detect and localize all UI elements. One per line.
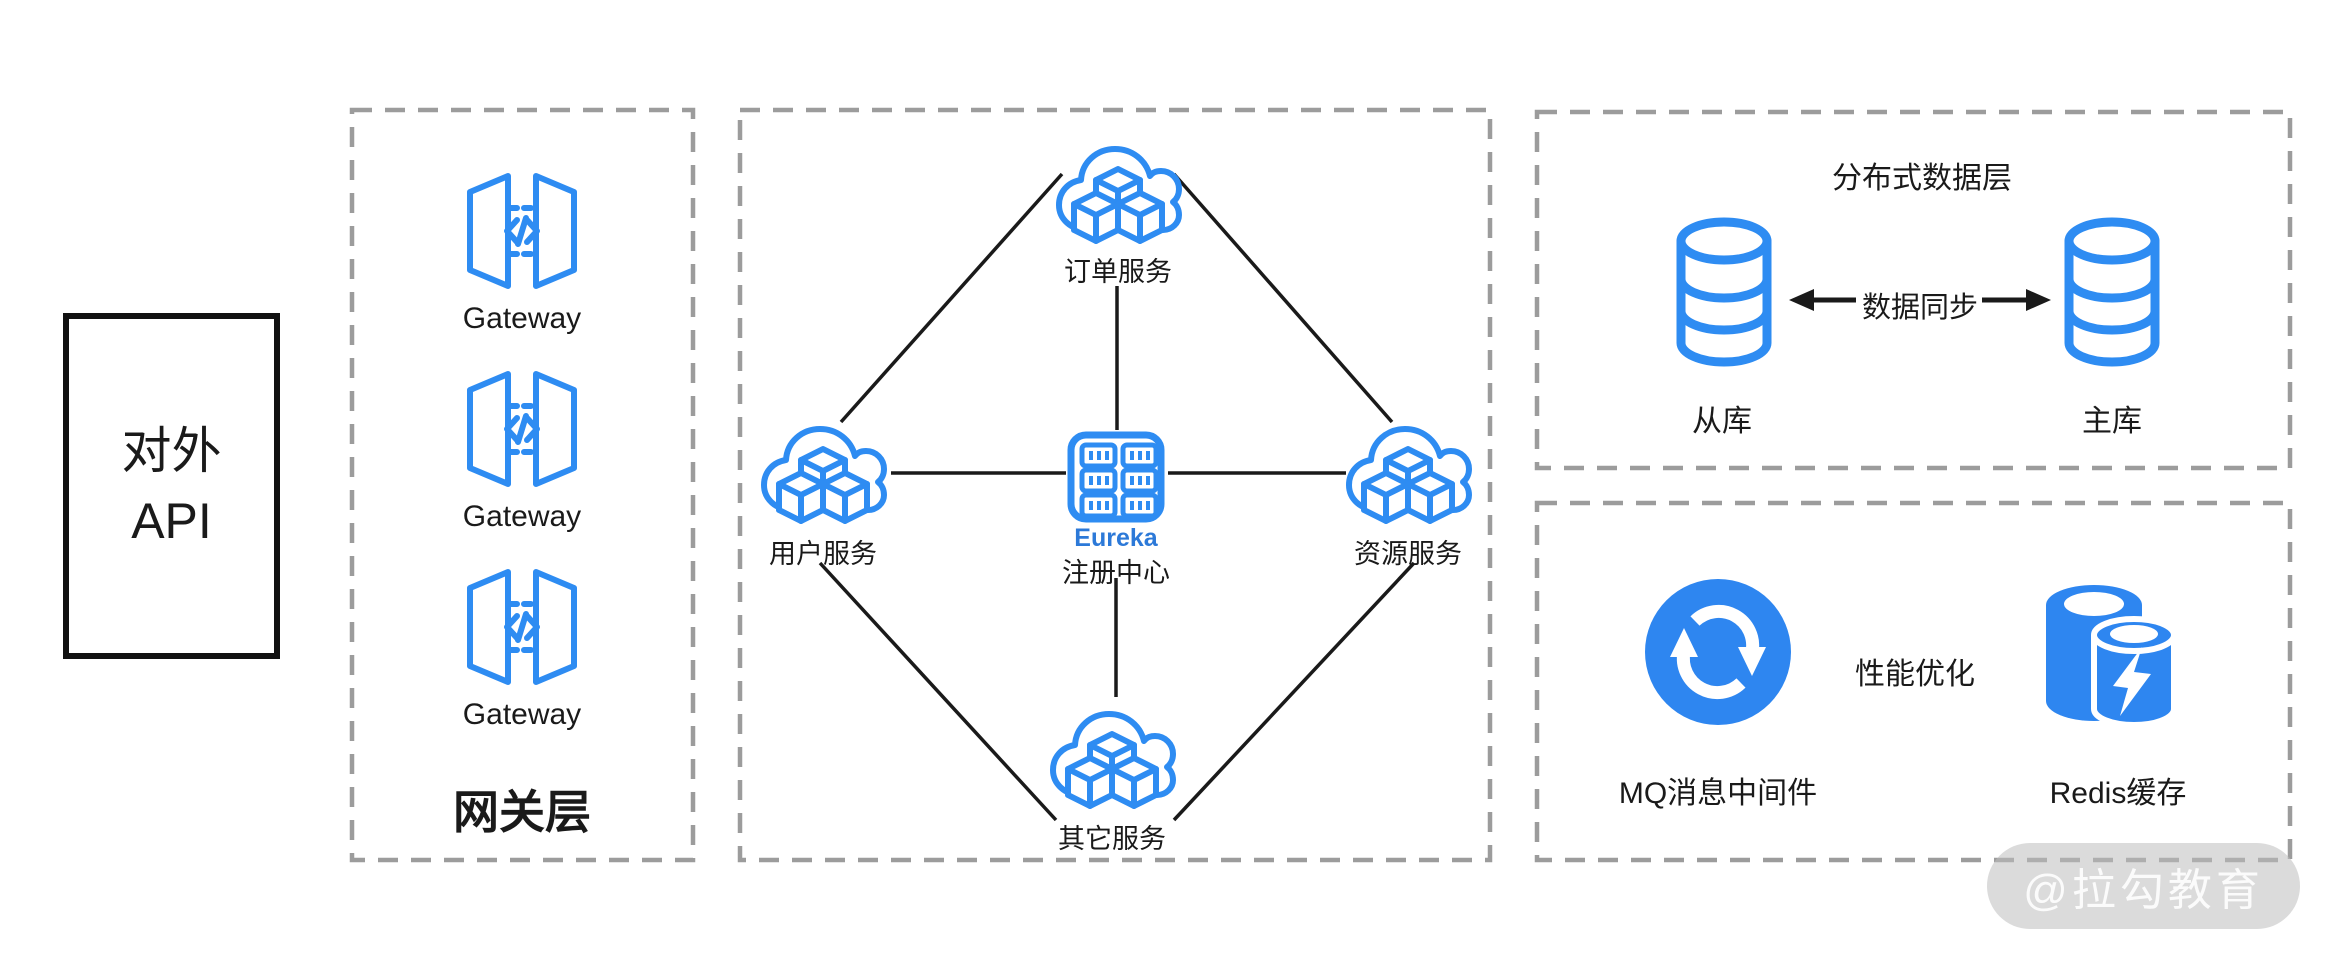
slave-db-icon (1681, 222, 1767, 362)
other-service-label: 其它服务 (1058, 824, 1166, 854)
external-api-box: 对外 API (63, 313, 280, 659)
resource-service-cloud-icon (1349, 429, 1469, 521)
gateway-icon (470, 374, 574, 484)
gateway-label-3: Gateway (462, 698, 582, 731)
gateway-label-1: Gateway (462, 302, 582, 335)
gateway-label-2: Gateway (462, 500, 582, 533)
data-sync-label: 数据同步 (1861, 292, 1978, 324)
master-db-label: 主库 (2082, 405, 2142, 438)
data-layer-border (1534, 109, 2293, 471)
slave-db-label: 从库 (1692, 405, 1752, 438)
performance-title: 性能优化 (1855, 658, 1975, 691)
gateway-icon (470, 572, 574, 682)
watermark-pill: @拉勾教育 (1987, 843, 2300, 929)
resource-service-label: 资源服务 (1354, 539, 1462, 569)
group-borders (349, 107, 2293, 863)
service-connection-lines (818, 172, 1416, 822)
data-sync-arrows (1789, 289, 2051, 311)
order-service-label: 订单服务 (1064, 257, 1172, 287)
external-api-label: 对外 API (121, 423, 222, 549)
registry-label: 注册中心 (1062, 558, 1170, 588)
user-service-cloud-icon (764, 429, 884, 521)
gateway-layer-border (349, 107, 696, 863)
gateway-icon (470, 176, 574, 286)
gateway-layer-title: 网关层 (453, 786, 591, 838)
redis-label: Redis缓存 (2049, 777, 2187, 810)
master-db-icon (2069, 222, 2155, 362)
redis-cache-icon (2046, 585, 2177, 728)
eureka-name: Eureka (1074, 524, 1158, 552)
performance-border (1534, 500, 2293, 863)
watermark-text: @拉勾教育 (2023, 866, 2264, 915)
order-service-cloud-icon (1059, 149, 1179, 241)
eureka-registry-icon (1067, 431, 1165, 523)
mq-sync-icon (1645, 579, 1791, 725)
user-service-label: 用户服务 (769, 539, 877, 569)
data-layer-title: 分布式数据层 (1832, 162, 2012, 195)
other-service-cloud-icon (1053, 714, 1173, 806)
services-border (737, 107, 1493, 863)
mq-label: MQ消息中间件 (1618, 777, 1818, 810)
